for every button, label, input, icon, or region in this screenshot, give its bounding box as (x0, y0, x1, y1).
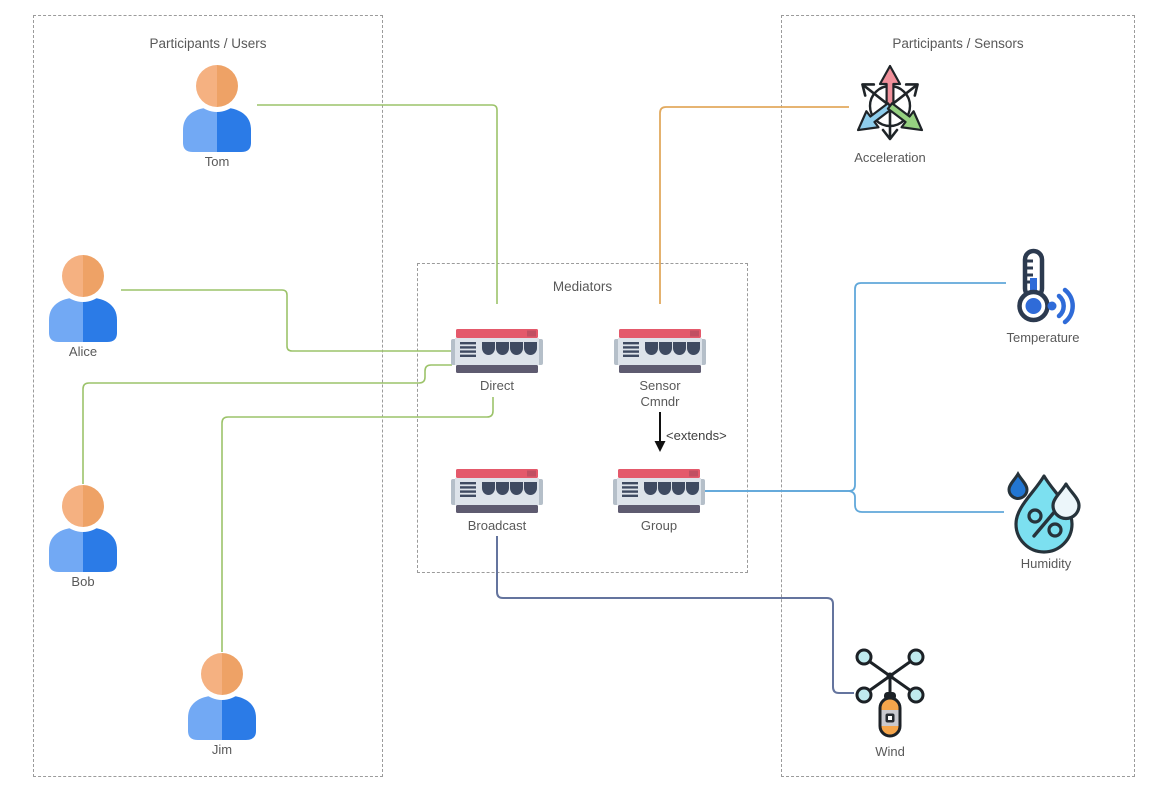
mediators-group-title: Mediators (548, 279, 617, 294)
node-humidity[interactable]: Humidity (1002, 466, 1090, 572)
edge-sensorcmndr-acceleration[interactable] (659, 106, 849, 304)
alice-label: Alice (68, 344, 98, 359)
temperature-label: Temperature (1006, 330, 1080, 345)
network-switch-icon (451, 329, 543, 375)
users-group-box[interactable]: Participants / Users (33, 15, 383, 777)
acceleration-label: Acceleration (854, 150, 926, 165)
user-icon (45, 254, 121, 342)
tom-label: Tom (204, 154, 230, 169)
edge-jim-direct[interactable] (221, 397, 494, 673)
group-label: Group (640, 518, 678, 533)
direct-label: Direct (480, 378, 514, 393)
broadcast-label: Broadcast (467, 518, 527, 533)
humidity-drops-icon (1002, 466, 1090, 554)
network-switch-icon (613, 469, 705, 515)
user-icon (184, 652, 260, 740)
acceleration-axes-icon (848, 60, 932, 148)
user-icon (179, 64, 255, 152)
user-icon (45, 484, 121, 572)
edge-extends-arrow[interactable] (654, 412, 666, 452)
edge-alice-direct[interactable] (121, 289, 452, 352)
node-alice[interactable]: Alice (45, 254, 121, 360)
users-group-title: Participants / Users (145, 36, 271, 51)
node-bob[interactable]: Bob (45, 484, 121, 590)
node-acceleration[interactable]: Acceleration (848, 60, 932, 166)
jim-label: Jim (211, 742, 233, 757)
node-temperature[interactable]: Temperature (1003, 248, 1083, 346)
edge-tom-direct[interactable] (257, 104, 498, 304)
network-switch-icon (614, 329, 706, 375)
node-sensor-cmndr[interactable]: Sensor Cmndr (614, 329, 706, 410)
wind-label: Wind (875, 744, 905, 759)
sensor-cmndr-label-line2: Cmndr (640, 394, 680, 409)
node-group[interactable]: Group (613, 469, 705, 534)
edge-group-humidity[interactable] (704, 490, 1004, 513)
bob-label: Bob (71, 574, 95, 589)
anemometer-icon (852, 648, 928, 742)
sensor-cmndr-label-line1: Sensor (639, 378, 681, 393)
node-direct[interactable]: Direct (451, 329, 543, 394)
mediators-group-box[interactable]: Mediators (417, 263, 748, 573)
sensors-group-title: Participants / Sensors (888, 36, 1028, 51)
edge-bob-direct[interactable] (82, 364, 452, 503)
node-broadcast[interactable]: Broadcast (451, 469, 543, 534)
humidity-label: Humidity (1020, 556, 1072, 571)
extends-annotation: <extends> (666, 428, 727, 443)
node-tom[interactable]: Tom (179, 64, 255, 170)
edge-group-temperature[interactable] (704, 282, 1006, 492)
sensors-group-box[interactable]: Participants / Sensors (781, 15, 1135, 777)
edge-broadcast-wind[interactable] (496, 536, 854, 694)
network-switch-icon (451, 469, 543, 515)
node-wind[interactable]: Wind (852, 648, 928, 760)
thermometer-icon (1003, 248, 1083, 328)
node-jim[interactable]: Jim (184, 652, 260, 758)
